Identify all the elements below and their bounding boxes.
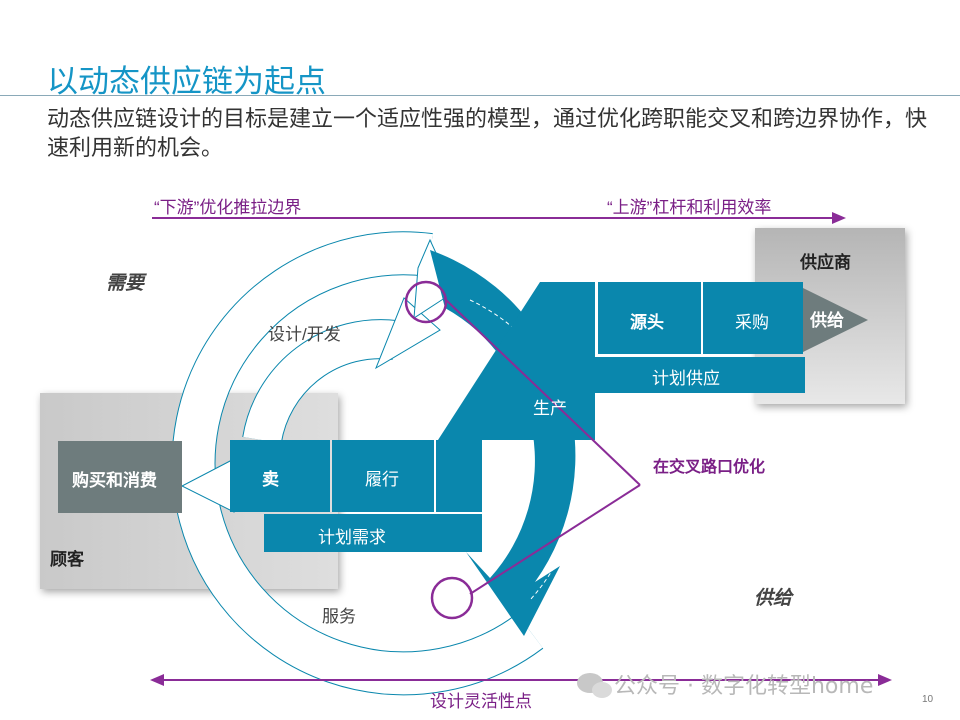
bottom-double-arrow	[150, 674, 892, 686]
flexibility-point-label: 设计灵活性点	[430, 692, 532, 711]
page-subtitle: 动态供应链设计的目标是建立一个适应性强的模型，通过优化跨职能交叉和跨边界协作，快…	[47, 106, 928, 160]
purchase-label: 采购	[735, 313, 769, 332]
production-label: 生产	[533, 399, 567, 418]
customer-inner-box	[58, 441, 182, 513]
cycle-arrow-inner	[242, 297, 441, 444]
sell-label: 卖	[262, 470, 279, 489]
supply-italic-label: 供给	[754, 588, 793, 609]
downstream-label: “下游”优化推拉边界	[154, 198, 302, 217]
design-develop-label: 设计/开发	[268, 325, 341, 344]
process-blocks	[230, 282, 805, 552]
plan-demand-label: 计划需求	[318, 528, 386, 547]
supply-arrow-label: 供给	[810, 311, 844, 330]
buy-consume-label: 购买和消费	[72, 471, 157, 490]
top-flow-arrow	[152, 212, 846, 224]
demand-label: 需要	[106, 273, 145, 294]
fulfill-label: 履行	[365, 470, 399, 489]
source-label: 源头	[630, 313, 664, 332]
supplier-arrow	[803, 288, 868, 352]
page-number: 10	[922, 694, 934, 705]
plan-supply-label: 计划供应	[652, 369, 720, 388]
service-label: 服务	[322, 607, 356, 626]
crossroads-callout: 在交叉路口优化	[652, 459, 765, 476]
cycle-arrow-outer	[171, 231, 544, 696]
watermark-text: 公众号 · 数字化转型home	[614, 674, 874, 699]
customer-caption: 顾客	[50, 550, 84, 569]
supplier-caption: 供应商	[800, 253, 851, 272]
wechat-icon	[577, 673, 612, 698]
title-divider	[0, 95, 960, 96]
upstream-label: “上游”杠杆和利用效率	[607, 198, 772, 217]
page-title: 以动态供应链为起点	[47, 64, 326, 99]
callout-markers	[404, 280, 641, 620]
